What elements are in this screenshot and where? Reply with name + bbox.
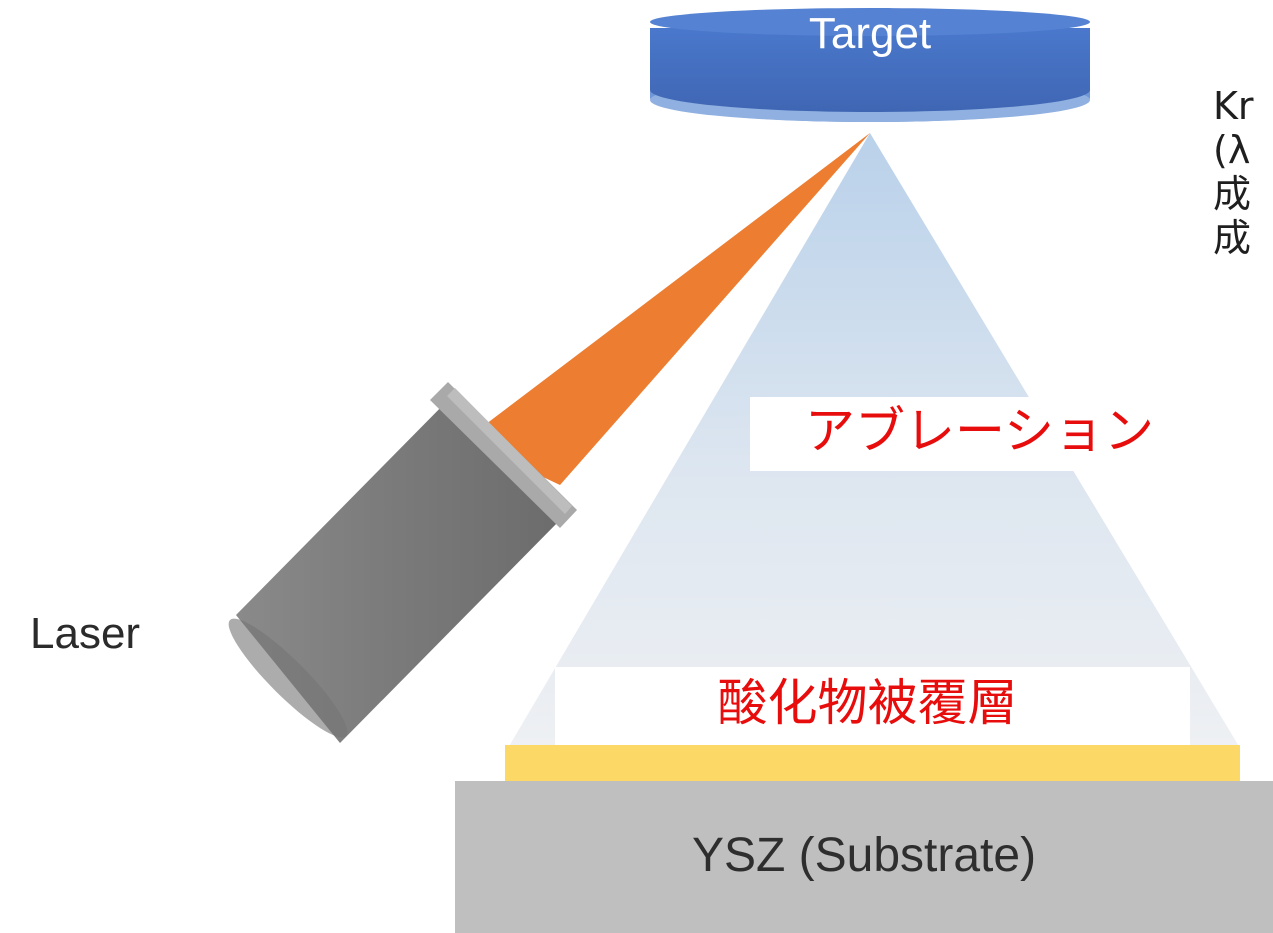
side-text-line: 成 (1213, 216, 1252, 260)
side-text-line: (λ (1213, 128, 1251, 172)
target-label: Target (808, 9, 932, 58)
side-description-text: Kr (λ 成 成 (1213, 84, 1254, 260)
side-text-line: 成 (1213, 172, 1252, 216)
target-disk (650, 8, 1090, 122)
laser-beam (465, 133, 870, 485)
coating-layer (505, 745, 1240, 781)
substrate-block (455, 781, 1273, 933)
substrate-label: YSZ (Substrate) (691, 829, 1037, 882)
side-text-line: Kr (1213, 84, 1254, 128)
ablation-label: アブレーション (805, 402, 1154, 460)
coating-layer-label-box (555, 667, 1190, 745)
laser-housing (228, 382, 577, 743)
coating-layer-label: 酸化物被覆層 (717, 674, 1018, 732)
laser-label: Laser (30, 609, 141, 658)
ablation-label-box (750, 397, 1162, 471)
